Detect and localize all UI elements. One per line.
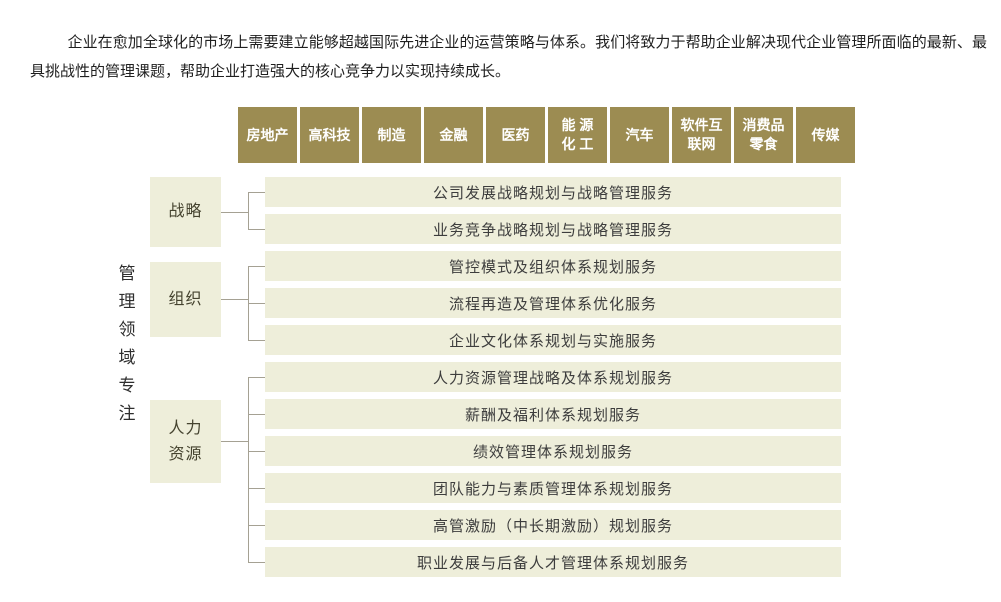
industry-tag[interactable]: 软件互 联网: [672, 107, 731, 163]
industry-tag[interactable]: 汽车: [610, 107, 669, 163]
side-label-char: 专: [118, 376, 136, 395]
service-row: 团队能力与素质管理体系规划服务: [265, 473, 841, 503]
connector-line: [221, 212, 248, 213]
industry-tag-label: 金融: [439, 126, 468, 143]
industry-tag[interactable]: 传媒: [796, 107, 855, 163]
service-row: 流程再造及管理体系优化服务: [265, 288, 841, 318]
industry-tag-label: 医药: [501, 126, 530, 143]
side-vertical-label: 管 理 领 域 专 注: [114, 260, 140, 428]
industry-tag-label: 汽车: [625, 126, 654, 143]
industry-tag-label: 零食: [749, 136, 778, 152]
industry-tag-label: 传媒: [811, 126, 840, 143]
industry-tag-label: 能 源: [561, 117, 594, 133]
industry-tag[interactable]: 高科技: [300, 107, 359, 163]
service-row: 薪酬及福利体系规划服务: [265, 399, 841, 429]
connector-line: [248, 377, 249, 562]
connector-line: [248, 377, 265, 378]
connector-line: [248, 340, 265, 341]
connector-line: [248, 229, 265, 230]
industry-tag-label: 化 工: [561, 136, 594, 152]
side-label-char: 注: [118, 404, 136, 423]
industry-tag[interactable]: 房地产: [238, 107, 297, 163]
group-label: 战略: [168, 203, 203, 220]
side-label-char: 管: [118, 264, 136, 283]
side-label-char: 理: [118, 292, 136, 311]
connector-line: [248, 414, 265, 415]
industry-tag-label: 高科技: [308, 126, 351, 143]
service-row: 公司发展战略规划与战略管理服务: [265, 177, 841, 207]
group-box-hr: 人力资源: [150, 400, 221, 483]
industry-tag-label: 软件互: [680, 117, 723, 133]
connector-line: [248, 303, 265, 304]
industry-tag[interactable]: 金融: [424, 107, 483, 163]
industry-tag-label: 联网: [687, 136, 716, 152]
group-box-organization: 组织: [150, 262, 221, 337]
service-row: 绩效管理体系规划服务: [265, 436, 841, 466]
connector-line: [248, 266, 265, 267]
side-label-char: 领: [118, 320, 136, 339]
service-row: 业务竞争战略规划与战略管理服务: [265, 214, 841, 244]
service-row: 高管激励（中长期激励）规划服务: [265, 510, 841, 540]
group-label: 人力资源: [168, 419, 203, 463]
industry-tag[interactable]: 能 源 化 工: [548, 107, 607, 163]
industry-tag-label: 房地产: [246, 126, 289, 143]
group-box-strategy: 战略: [150, 177, 221, 247]
connector-line: [248, 451, 265, 452]
connector-line: [248, 192, 265, 193]
connector-line: [221, 441, 248, 442]
service-row: 人力资源管理战略及体系规划服务: [265, 362, 841, 392]
connector-line: [248, 192, 249, 229]
industry-tag[interactable]: 消费品 零食: [734, 107, 793, 163]
industry-tag-label: 制造: [377, 126, 406, 143]
connector-line: [248, 488, 265, 489]
service-row: 职业发展与后备人才管理体系规划服务: [265, 547, 841, 577]
intro-text: 企业在愈加全球化的市场上需要建立能够超越国际先进企业的运营策略与体系。我们将致力…: [30, 34, 987, 80]
connector-line: [248, 525, 265, 526]
service-row: 企业文化体系规划与实施服务: [265, 325, 841, 355]
industry-tag[interactable]: 医药: [486, 107, 545, 163]
industry-tag[interactable]: 制造: [362, 107, 421, 163]
side-label-char: 域: [118, 348, 136, 367]
group-label: 组织: [168, 290, 203, 308]
service-row: 管控模式及组织体系规划服务: [265, 251, 841, 281]
industry-tag-label: 消费品: [742, 117, 785, 133]
connector-line: [221, 299, 248, 300]
connector-line: [248, 562, 265, 563]
